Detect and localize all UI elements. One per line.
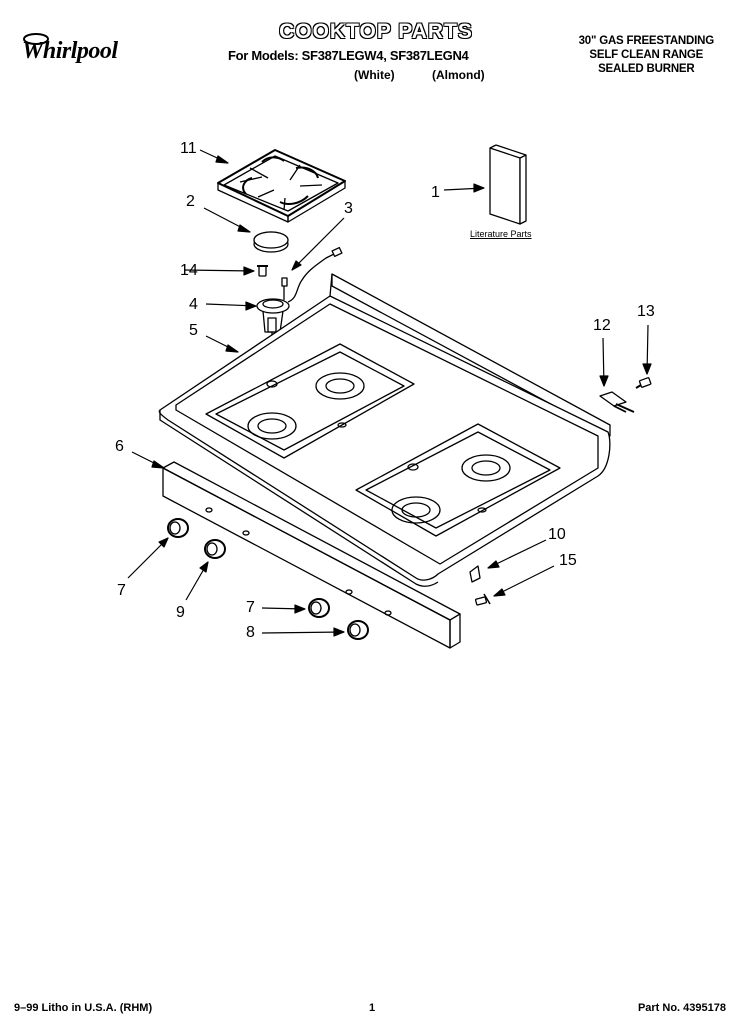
callout-9: 9	[176, 604, 185, 621]
callout-4: 4	[189, 296, 198, 313]
burner-head-right-rear	[461, 454, 511, 482]
product-description: 30" GAS FREESTANDING SELF CLEAN RANGE SE…	[578, 34, 715, 76]
callout-12: 12	[593, 317, 611, 334]
brand-name: Whirlpool	[22, 38, 118, 64]
control-knob-2	[204, 539, 226, 559]
description-line-2: SELF CLEAN RANGE	[589, 49, 704, 61]
callout-7a: 7	[117, 582, 126, 599]
callout-2: 2	[186, 193, 195, 210]
footer-page-number: 1	[369, 1002, 376, 1014]
control-knob-1	[167, 518, 189, 538]
callout-3: 3	[344, 200, 353, 217]
cooktop-main-top	[158, 273, 611, 587]
screw	[257, 265, 268, 277]
color-almond-label: (Almond)	[432, 68, 485, 82]
callout-1: 1	[431, 184, 440, 201]
callout-5: 5	[189, 322, 198, 339]
callout-6: 6	[115, 438, 124, 455]
hinge-bracket	[599, 391, 635, 413]
callout-7b: 7	[246, 599, 255, 616]
models-line: For Models: SF387LEGW4, SF387LEGN4	[228, 48, 469, 63]
callout-13: 13	[637, 303, 655, 320]
footer-litho: 9–99 Litho in U.S.A. (RHM)	[14, 1002, 153, 1014]
description-line-1: 30" GAS FREESTANDING	[578, 35, 715, 47]
burner-head-right-front	[391, 496, 441, 524]
control-panel	[162, 461, 461, 649]
burner-head-left-front	[247, 412, 297, 440]
bracket-screw	[635, 377, 652, 389]
burner-base	[256, 298, 290, 420]
callout-15: 15	[559, 552, 577, 569]
callout-8: 8	[246, 624, 255, 641]
callout-11: 11	[180, 140, 197, 157]
control-knob-3	[308, 598, 330, 618]
footer-part-number: Part No. 4395178	[637, 1002, 726, 1014]
callout-10: 10	[548, 526, 566, 543]
color-white-label: (White)	[354, 68, 395, 82]
spark-electrode	[281, 246, 343, 303]
page-title: COOKTOP PARTS	[279, 20, 473, 43]
leader-lines	[127, 149, 652, 637]
description-line-3: SEALED BURNER	[598, 63, 695, 75]
control-knob-4	[347, 620, 369, 640]
burner-grate	[217, 149, 346, 223]
callout-14: 14	[180, 262, 198, 279]
literature-booklet	[489, 144, 527, 225]
panel-screw	[474, 593, 491, 606]
burner-cap	[253, 231, 289, 253]
whirlpool-logo	[16, 30, 146, 74]
retaining-clip	[469, 565, 481, 583]
literature-parts-label: Literature Parts	[470, 229, 532, 239]
burner-head-left-rear	[315, 372, 365, 400]
